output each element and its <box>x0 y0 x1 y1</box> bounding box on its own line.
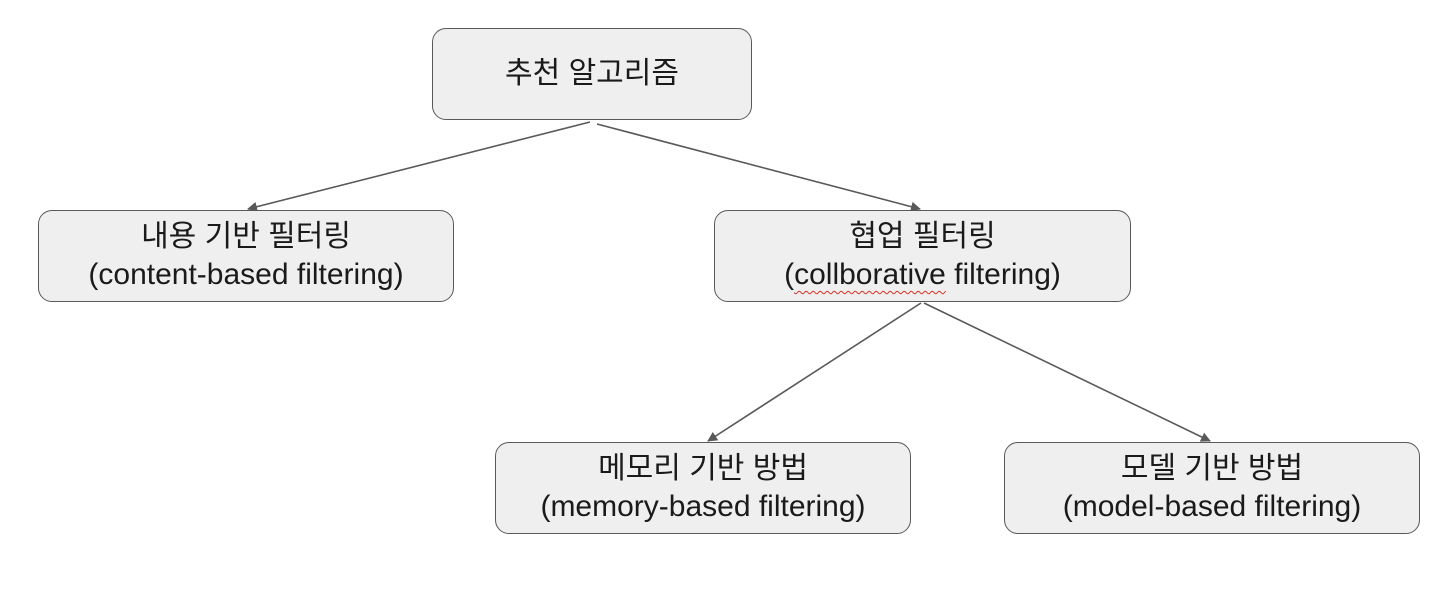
node-title: 모델 기반 방법 <box>1120 452 1304 485</box>
node-subtitle: (model-based filtering) <box>1062 490 1362 523</box>
node-content-based-filtering: 내용 기반 필터링 (content-based filtering) <box>38 210 454 302</box>
edge-root-to-content-based <box>247 121 591 212</box>
edge-collaborative-to-memory-based <box>707 302 922 442</box>
node-recommendation-algorithm: 추천 알고리즘 <box>432 28 752 120</box>
node-collaborative-filtering: 협업 필터링 (collborative filtering) <box>714 210 1131 302</box>
node-subtitle: (collborative filtering) <box>784 256 1061 294</box>
node-memory-based-method: 메모리 기반 방법 (memory-based filtering) <box>495 442 911 534</box>
node-title: 내용 기반 필터링 <box>141 220 351 253</box>
node-model-based-method: 모델 기반 방법 (model-based filtering) <box>1004 442 1420 534</box>
node-title: 협업 필터링 <box>849 220 996 253</box>
subtitle-rest: filtering) <box>945 258 1061 291</box>
node-subtitle: (memory-based filtering) <box>540 490 866 523</box>
node-subtitle: (content-based filtering) <box>88 258 404 291</box>
subtitle-open-paren: ( <box>784 258 795 291</box>
spellcheck-flagged-word: collborative <box>794 258 946 291</box>
node-title: 메모리 기반 방법 <box>598 452 808 485</box>
edge-collaborative-to-model-based <box>923 302 1211 442</box>
node-title: 추천 알고리즘 <box>505 57 679 90</box>
edge-root-to-collaborative <box>596 123 921 212</box>
